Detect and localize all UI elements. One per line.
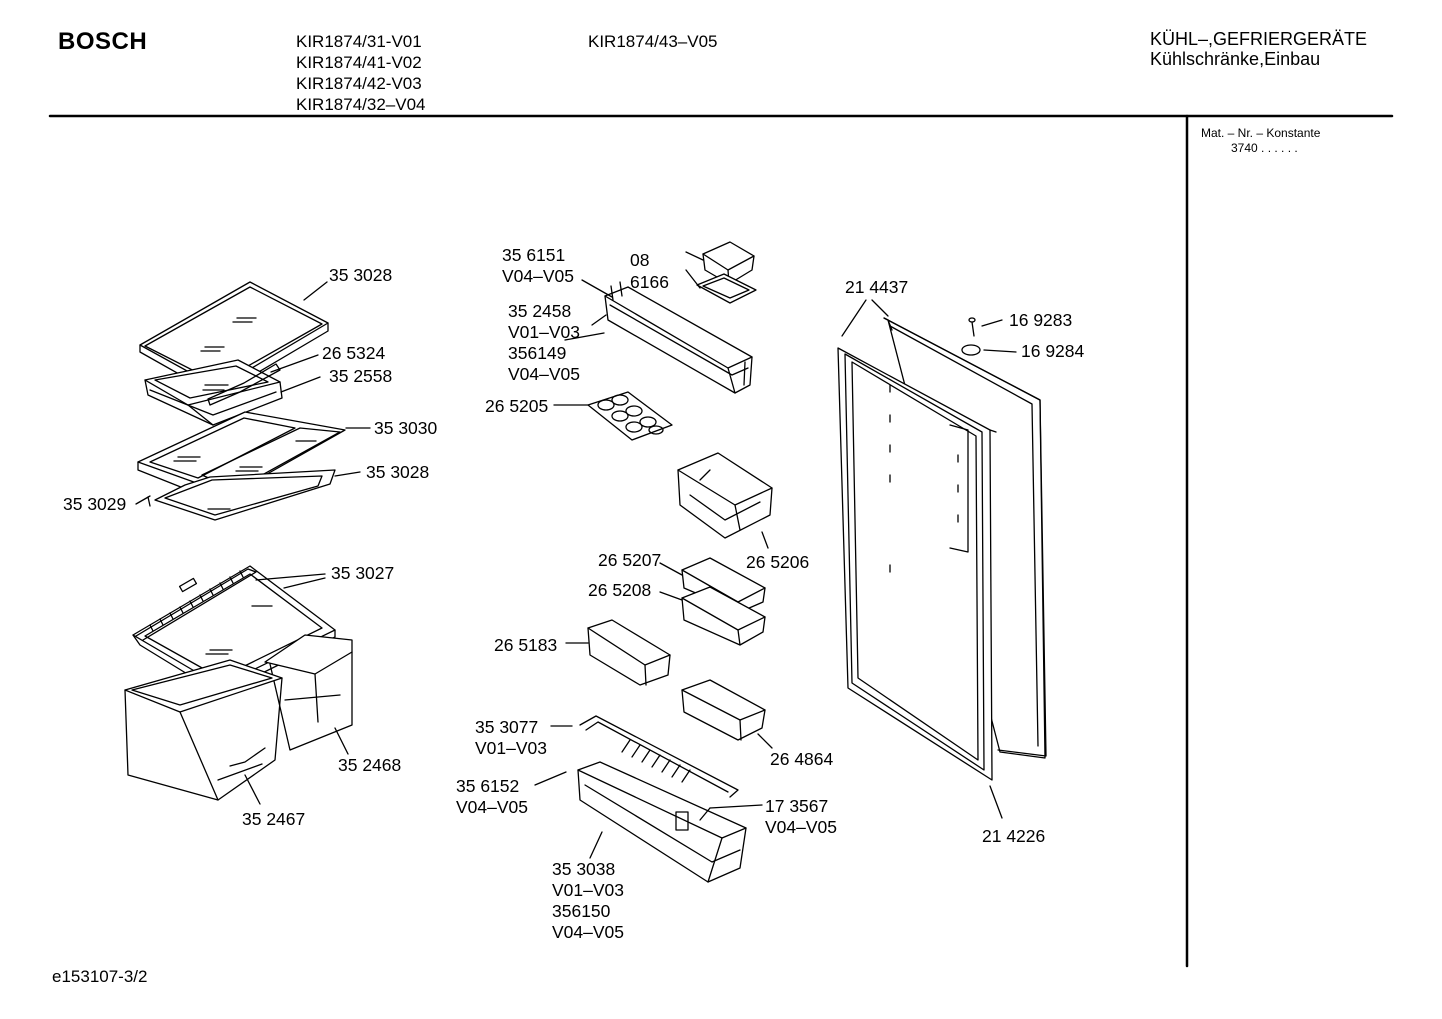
part-label: V04–V05	[508, 364, 580, 384]
part-label: 6166	[630, 272, 669, 292]
part-label: 35 2467	[242, 809, 305, 829]
part-label: 26 5183	[494, 635, 557, 655]
model-list-2: KIR1874/43–V05	[588, 31, 718, 52]
part-label: 16 9284	[1021, 341, 1085, 361]
part-label: V01–V03	[552, 880, 624, 900]
door-bin-small-right	[681, 679, 766, 741]
model-number: KIR1874/32–V04	[296, 95, 426, 114]
part-label: 35 2558	[329, 366, 392, 386]
part-label: 35 6151	[502, 245, 565, 265]
door-shelf-top	[604, 281, 753, 394]
part-label: 35 3029	[63, 494, 126, 514]
crisper-drawer-left	[124, 659, 283, 801]
part-label: 16 9283	[1009, 310, 1072, 330]
bottle-rail	[579, 715, 739, 798]
drawer-crisper-small	[144, 359, 283, 426]
model-number: KIR1874/42-V03	[296, 74, 422, 93]
category-subtitle: Kühlschränke,Einbau	[1150, 49, 1321, 69]
part-label: 35 2458	[508, 301, 571, 321]
part-label: 26 5207	[598, 550, 661, 570]
part-label: 17 3567	[765, 796, 828, 816]
part-label: V04–V05	[502, 266, 574, 286]
door-bin-medium	[681, 557, 766, 646]
part-label: 35 3077	[475, 717, 538, 737]
part-label: V01–V03	[475, 738, 547, 758]
part-label: V04–V05	[765, 817, 837, 837]
door-gasket	[837, 347, 997, 781]
part-label: 35 3028	[366, 462, 429, 482]
leader-lines	[135, 251, 1017, 859]
frame-lines	[48, 114, 1394, 968]
part-label: 356149	[508, 343, 566, 363]
glass-shelf-split	[137, 411, 346, 521]
category-heading: KÜHL–,GEFRIERGERÄTE Kühlschränke,Einbau	[1150, 29, 1367, 69]
material-number-value: 3740 . . . . . .	[1231, 141, 1298, 155]
door-bin-small-left	[587, 619, 671, 686]
drawing-code: e153107-3/2	[52, 967, 148, 986]
part-label: 356150	[552, 901, 611, 921]
part-label: 35 3028	[329, 265, 392, 285]
part-label: 35 3027	[331, 563, 394, 583]
material-number-title: Mat. – Nr. – Konstante	[1201, 126, 1321, 140]
small-box-lid	[696, 241, 757, 304]
part-label: V04–V05	[552, 922, 624, 942]
model-number: KIR1874/41-V02	[296, 53, 422, 72]
model-number: KIR1874/31-V01	[296, 32, 422, 51]
brand-logo: BOSCH	[58, 28, 148, 55]
egg-tray	[587, 391, 673, 441]
part-label: 35 2468	[338, 755, 401, 775]
part-label: 26 4864	[770, 749, 834, 769]
part-label: V04–V05	[456, 797, 528, 817]
part-label: 26 5206	[746, 552, 809, 572]
part-label: 35 3030	[374, 418, 438, 438]
part-label: 26 5205	[485, 396, 548, 416]
part-label: 08	[630, 250, 649, 270]
part-label: 26 5208	[588, 580, 651, 600]
model-list-1: KIR1874/31-V01 KIR1874/41-V02 KIR1874/42…	[296, 31, 426, 115]
screw-and-cap	[961, 317, 981, 356]
part-label: 21 4226	[982, 826, 1045, 846]
model-number: KIR1874/43–V05	[588, 32, 718, 51]
material-number-block: Mat. – Nr. – Konstante 3740 . . . . . .	[1201, 126, 1320, 156]
part-label: V01–V03	[508, 322, 580, 342]
part-label: 35 6152	[456, 776, 519, 796]
door-bin-large	[677, 452, 773, 539]
door-shelf-bottom	[577, 761, 747, 883]
part-label: 21 4437	[845, 277, 908, 297]
part-label: 35 3038	[552, 859, 615, 879]
part-label: 26 5324	[322, 343, 386, 363]
category-title: KÜHL–,GEFRIERGERÄTE	[1150, 29, 1368, 49]
